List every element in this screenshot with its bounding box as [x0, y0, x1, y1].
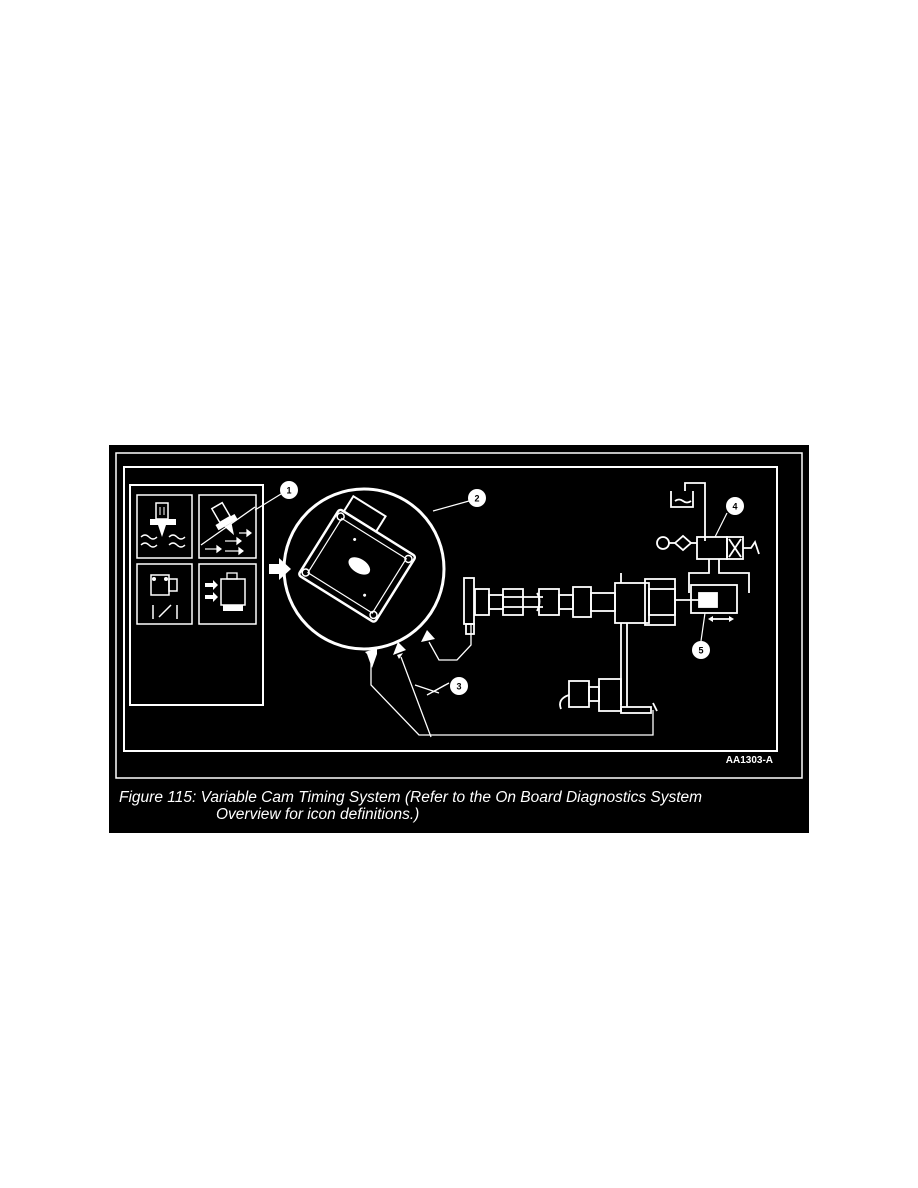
- tp-sensor-icon: [136, 563, 193, 625]
- caption-line-1: Variable Cam Timing System (Refer to the…: [200, 789, 703, 806]
- caption-line-2: Overview for icon definitions.): [216, 806, 420, 823]
- diagram-canvas: 1 2: [115, 452, 803, 779]
- callout-2: 2: [432, 489, 486, 512]
- svg-text:1: 1: [286, 486, 291, 496]
- figure-number: Figure 115:: [119, 789, 197, 806]
- callout-3: 3: [450, 677, 468, 695]
- ect-sensor-icon: [136, 494, 193, 559]
- svg-text:3: 3: [456, 682, 461, 692]
- pcm-module: [282, 487, 446, 651]
- vct-hydraulics: [656, 482, 760, 620]
- signal-wires: [370, 625, 654, 738]
- outer-frame: [115, 452, 803, 779]
- vct-arrows: [708, 616, 734, 622]
- crankshaft-assembly: [559, 678, 658, 714]
- signal-arrows: [365, 630, 435, 668]
- svg-text:5: 5: [698, 646, 703, 656]
- svg-text:2: 2: [474, 494, 479, 504]
- sensor-icon-panel: [129, 484, 264, 706]
- svg-text:4: 4: [732, 502, 737, 512]
- callout-4: 4: [714, 497, 744, 538]
- iat-sensor-icon: [198, 494, 257, 559]
- callout-1: 1: [254, 481, 298, 511]
- input-arrow: [269, 558, 291, 580]
- figure-caption: Figure 115: Variable Cam Timing System (…: [119, 789, 799, 823]
- camshaft-assembly: [463, 573, 676, 707]
- inner-frame: [123, 466, 778, 752]
- figure-panel: 1 2: [109, 445, 809, 833]
- callout-5: 5: [692, 612, 710, 659]
- art-code: AA1303-A: [726, 755, 773, 766]
- vss-sensor-icon: [198, 563, 257, 625]
